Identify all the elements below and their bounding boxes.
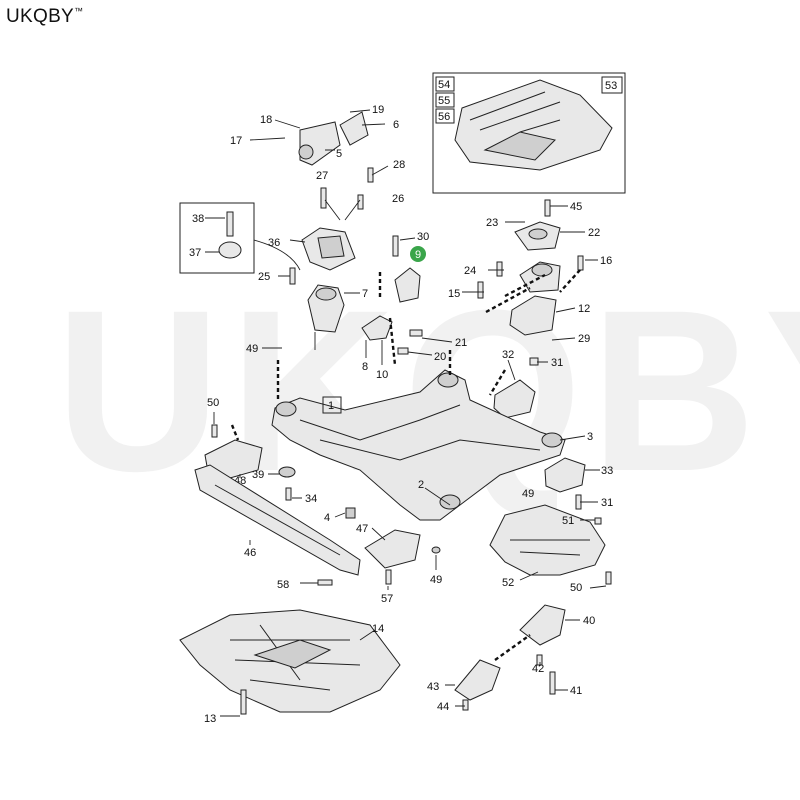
callout-27: 27	[316, 170, 328, 182]
callout-16: 16	[600, 255, 612, 267]
tow-bracket	[445, 604, 580, 711]
skid-plate	[179, 609, 401, 717]
callout-21: 21	[455, 337, 467, 349]
callout-45: 45	[570, 201, 582, 213]
callout-34: 34	[305, 493, 317, 505]
callout-8: 8	[362, 361, 368, 373]
callout-12: 12	[578, 303, 590, 315]
callout-9: 9	[415, 249, 421, 261]
callout-22: 22	[588, 227, 600, 239]
callout-26: 26	[392, 193, 404, 205]
callout-57: 57	[381, 593, 393, 605]
callout-14: 14	[372, 623, 384, 635]
callout-33: 33	[601, 465, 613, 477]
engine-mount-left	[278, 267, 360, 350]
upper-mount-bracket	[289, 165, 389, 271]
splash-shield	[489, 504, 612, 589]
callout-28: 28	[393, 159, 405, 171]
callout-56: 56	[438, 111, 450, 123]
callout-18: 18	[260, 114, 272, 126]
callout-32: 32	[502, 349, 514, 361]
side-bracket-left	[204, 412, 302, 501]
callout-36: 36	[268, 237, 280, 249]
callout-55: 55	[438, 95, 450, 107]
callout-46: 46	[244, 547, 256, 559]
callout-4: 4	[324, 512, 330, 524]
rear-bracket	[488, 357, 548, 419]
callout-58: 58	[277, 579, 289, 591]
callout-20: 20	[434, 351, 446, 363]
callout-41: 41	[570, 685, 582, 697]
callout-19: 19	[372, 104, 384, 116]
front-subframe	[271, 350, 586, 521]
callout-52: 52	[502, 577, 514, 589]
callout-2: 2	[418, 479, 424, 491]
side-bracket-right	[544, 457, 600, 510]
callout-37: 37	[189, 247, 201, 259]
callout-29: 29	[578, 333, 590, 345]
callout-3: 3	[587, 431, 593, 443]
callout-31b: 31	[601, 497, 613, 509]
callout-10: 10	[376, 369, 388, 381]
callout-54: 54	[438, 79, 450, 91]
callout-25: 25	[258, 271, 270, 283]
lower-rail	[194, 464, 441, 590]
callout-50a: 50	[207, 397, 219, 409]
callout-49a: 49	[246, 343, 258, 355]
callout-43: 43	[427, 681, 439, 693]
callout-5: 5	[336, 148, 342, 160]
callout-30: 30	[417, 231, 429, 243]
callout-49c: 49	[430, 574, 442, 586]
callout-23: 23	[486, 217, 498, 229]
callout-53: 53	[605, 80, 617, 92]
highlight-marker	[410, 246, 426, 262]
callout-42: 42	[532, 663, 544, 675]
inset-box-underbody-cover	[432, 72, 626, 194]
callout-13: 13	[204, 713, 216, 725]
callout-15: 15	[448, 288, 460, 300]
callout-39: 39	[252, 469, 264, 481]
callout-6: 6	[393, 119, 399, 131]
callout-51: 51	[562, 515, 574, 527]
callout-49b: 49	[522, 488, 534, 500]
brand-tm: ™	[74, 6, 84, 16]
callout-38: 38	[192, 213, 204, 225]
callout-17: 17	[230, 135, 242, 147]
callout-44: 44	[437, 701, 449, 713]
callout-47: 47	[356, 523, 368, 535]
torque-rod	[249, 109, 386, 166]
brand-name: UKQBY	[6, 6, 75, 27]
callout-40: 40	[583, 615, 595, 627]
engine-mount-right	[462, 199, 598, 341]
callout-31a: 31	[551, 357, 563, 369]
brand-logo: UKQBY™	[6, 6, 83, 28]
center-mount	[361, 235, 453, 366]
callout-7: 7	[362, 288, 368, 300]
callout-1: 1	[328, 400, 334, 412]
callout-50b: 50	[570, 582, 582, 594]
inset-box-bushing	[179, 202, 301, 274]
callout-24: 24	[464, 265, 476, 277]
